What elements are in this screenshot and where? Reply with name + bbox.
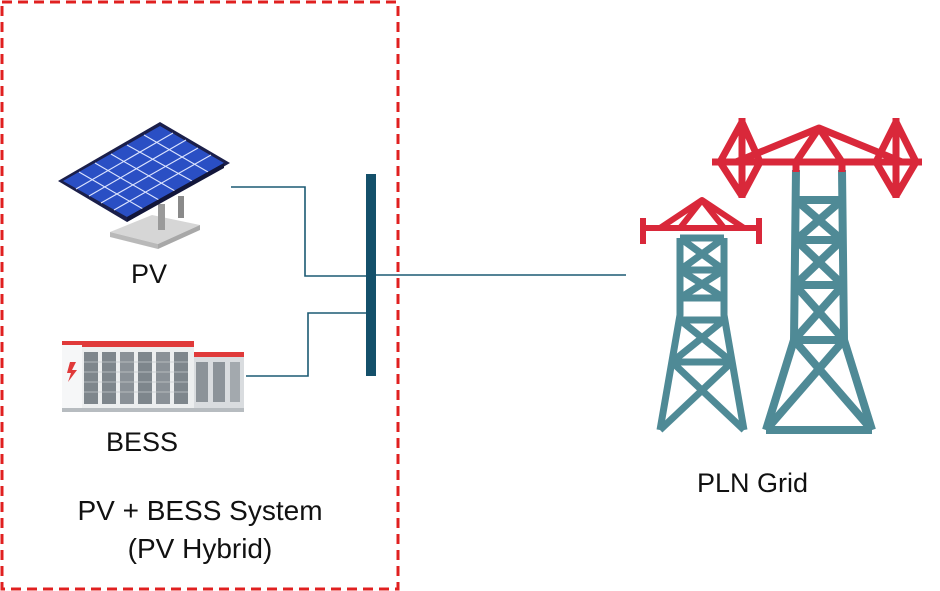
solar-panel-icon (58, 122, 230, 249)
busbar (366, 174, 376, 376)
grid-label: PLN Grid (697, 468, 809, 498)
system-title: PV + BESS System (77, 495, 323, 526)
pv-label: PV (131, 259, 168, 289)
system-subtitle: (PV Hybrid) (127, 533, 273, 564)
system-boundary (0, 0, 400, 591)
battery-storage-icon (62, 341, 244, 412)
transmission-tower-icon (640, 118, 922, 434)
pv-wire (231, 186, 366, 277)
bess-wire (246, 312, 366, 377)
bess-label: BESS (106, 427, 179, 457)
